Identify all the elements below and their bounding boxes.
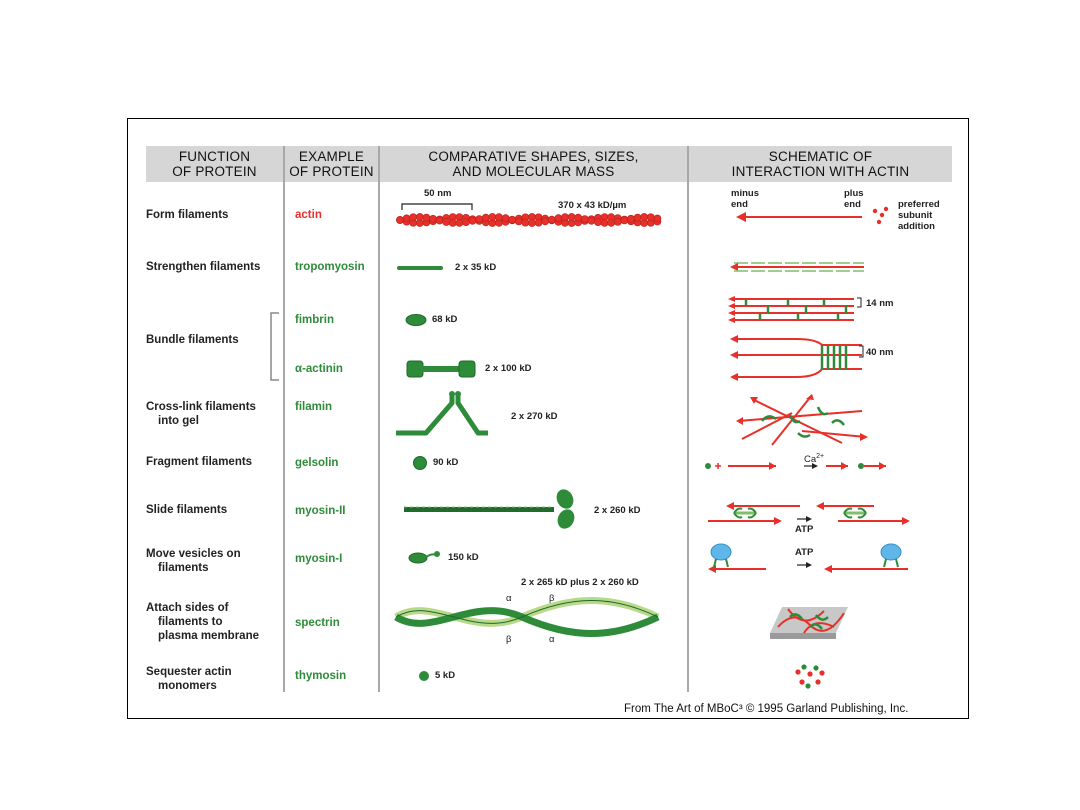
gelsolin-schematic [705,462,886,470]
mass-actin: 370 x 43 kD/µm [558,200,627,211]
header-bar-shapes [380,146,687,182]
atp-arrow-1 [797,516,812,522]
mass-tropomyosin: 2 x 35 kD [455,262,497,273]
column-divider [378,146,380,692]
myosin-i-shape [408,551,440,564]
fimbrin-spacing-label: 14 nm [866,298,894,309]
gelsolin-shape [413,456,427,470]
fimbrin-spacing-bracket [857,297,862,308]
atp-label-2: ATP [795,547,814,558]
myosin-ii-schematic [708,502,910,525]
protein-filamin: filamin [295,401,333,413]
thymosin-schematic [795,664,825,689]
spectrin-schematic [770,607,848,639]
mass-myosin-i: 150 kD [448,552,479,563]
mass-filamin: 2 x 270 kD [511,411,558,422]
function-slide: Slide filaments [146,504,228,516]
column-divider [687,146,689,692]
filamin-shape [396,391,488,436]
tropomyosin-shape [397,266,443,270]
greek-beta-bottom: β [506,634,512,645]
function-strengthen: Strengthen filaments [146,261,261,273]
figure-credit: From The Art of MBoC³ © 1995 Garland Pub… [624,703,909,715]
header-bar-example [285,146,378,182]
function-bundle: Bundle filaments [146,334,239,346]
fimbrin-shape [405,314,427,326]
greek-alpha-bottom: α [549,634,555,645]
atp-label-1: ATP [795,524,814,535]
scale-bar-label: 50 nm [424,188,452,199]
protein-gelsolin: gelsolin [295,457,339,469]
greek-beta-top: β [549,593,555,604]
atp-arrow-2 [797,562,812,568]
mass-thymosin: 5 kD [435,670,456,681]
protein-myosin-i: myosin-I [295,553,343,565]
protein-thymosin: thymosin [295,670,347,682]
protein-fimbrin: fimbrin [295,314,334,326]
function-fragment: Fragment filaments [146,456,253,468]
actinin-spacing-label: 40 nm [866,347,894,358]
column-divider [283,146,285,692]
actin-schematic [736,206,889,225]
mass-spectrin: 2 x 265 kD plus 2 x 260 kD [521,577,639,588]
header-shapes: COMPARATIVE SHAPES, SIZES,AND MOLECULAR … [428,149,639,179]
scale-bar [401,203,473,210]
thymosin-shape [419,671,429,681]
filamin-schematic [736,394,868,446]
tropomyosin-schematic [730,262,864,272]
protein-alpha-actinin: α-actinin [295,363,343,375]
protein-actin: actin [295,209,322,221]
bundle-bracket [270,312,279,381]
header-bar-schematic [689,146,952,182]
myosin-ii-shape [404,489,575,529]
mass-alpha-actinin: 2 x 100 kD [485,363,532,374]
protein-myosin-ii: myosin-II [295,505,346,517]
spectrin-shape [394,597,660,637]
header-bar-function [146,146,283,182]
actinin-spacing-bracket [859,345,864,358]
protein-spectrin: spectrin [295,617,340,629]
alpha-actinin-schematic [730,335,862,381]
mass-gelsolin: 90 kD [433,457,459,468]
alpha-actinin-shape [406,360,476,378]
mass-myosin-ii: 2 x 260 kD [594,505,641,516]
mass-fimbrin: 68 kD [432,314,458,325]
protein-tropomyosin: tropomyosin [295,261,365,273]
actin-filament-shape [396,213,662,227]
calcium-label: Ca2+ [804,453,825,466]
function-form: Form filaments [146,209,229,221]
fimbrin-schematic [728,296,854,323]
greek-alpha-top: α [506,593,512,604]
myosin-i-schematic [708,543,908,573]
